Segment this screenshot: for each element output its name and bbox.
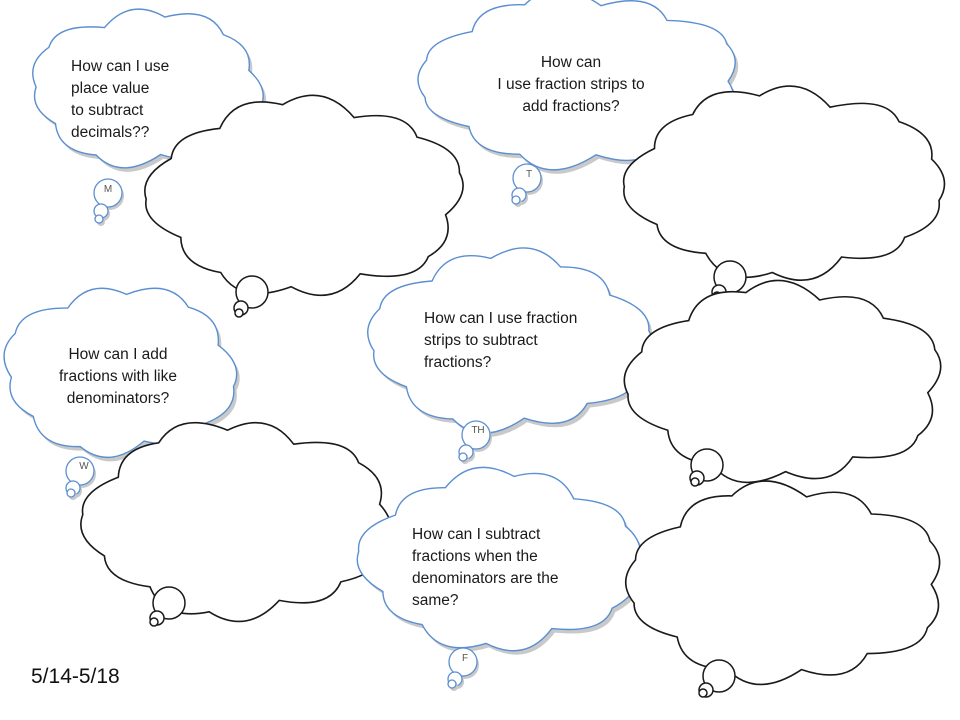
question-cloud-tuesday	[417, 0, 739, 207]
answer-cloud-3	[623, 279, 942, 487]
answer-cloud-1	[144, 94, 464, 318]
day-label-tuesday: T	[525, 169, 533, 180]
answer-cloud-2	[622, 85, 946, 301]
question-wednesday: How can I add fractions with like denomi…	[58, 346, 177, 407]
answer-cloud-5	[624, 480, 941, 698]
question-friday: How can I subtract fractions when the de…	[412, 526, 559, 609]
answer-cloud-4	[80, 421, 392, 627]
question-cloud-friday	[356, 466, 644, 691]
question-tuesday: How can I use fraction strips to add fra…	[497, 54, 645, 115]
question-monday: How can I use place value to subtract de…	[71, 58, 170, 141]
date-range: 5/14-5/18	[31, 665, 120, 688]
question-cloud-thursday	[367, 247, 657, 464]
day-label-thursday: TH	[471, 425, 485, 436]
day-label-wednesday: W	[79, 461, 89, 472]
question-cloud-monday	[32, 8, 267, 226]
day-label-monday: M	[103, 184, 113, 195]
day-label-friday: F	[461, 653, 469, 664]
question-thursday: How can I use fraction strips to subtrac…	[424, 310, 578, 371]
question-cloud-wednesday	[3, 287, 240, 500]
